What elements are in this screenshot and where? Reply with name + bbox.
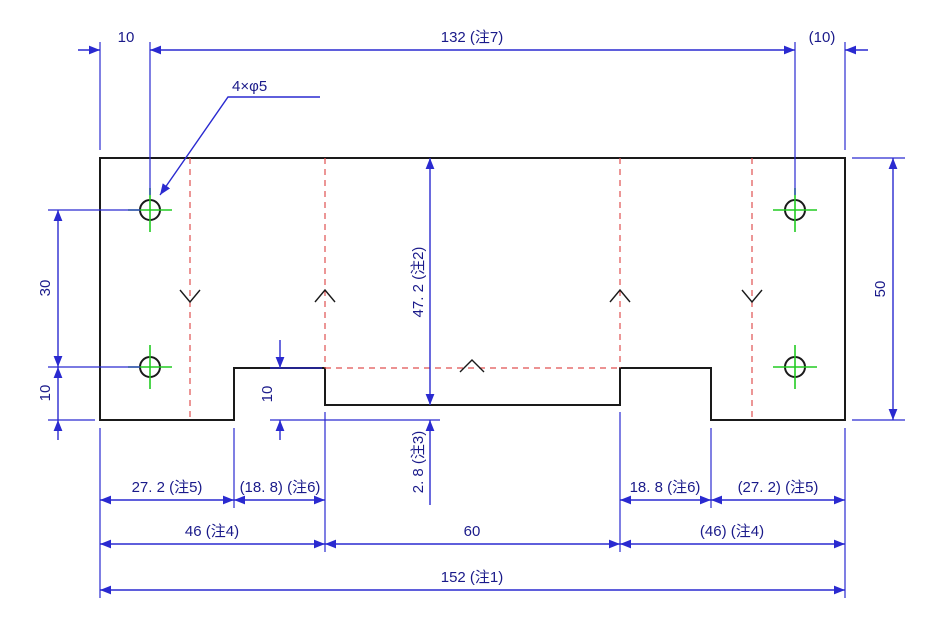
holes: [128, 188, 817, 389]
dim-left-total: 46 (注4): [185, 523, 239, 540]
fold-lines: [189, 158, 753, 420]
dimension-lines: [53, 45, 898, 595]
dim-overall: 152 (注1): [441, 569, 504, 586]
hole-callout: 4×φ5: [232, 78, 267, 95]
dim-top-left-offset: 10: [118, 29, 135, 46]
dim-bottom-offset: 10: [37, 385, 54, 402]
dim-right-total: (46) (注4): [700, 523, 764, 540]
dim-gap: 2. 8 (注3): [410, 431, 427, 494]
dim-top-right-offset: (10): [809, 29, 836, 46]
dim-right-flap: (27. 2) (注5): [738, 479, 819, 496]
dim-left-slot: (18. 8) (注6): [240, 479, 321, 496]
dim-height: 50: [872, 281, 889, 298]
dim-notch-depth: 10: [259, 386, 276, 403]
extension-lines: [48, 42, 905, 598]
dim-hole-span: 132 (注7): [441, 29, 504, 46]
dim-center: 60: [464, 523, 481, 540]
dimension-labels: 10 132 (注7) (10) 4×φ5 30 10 50 47. 2 (注2…: [37, 29, 889, 586]
dim-right-slot: 18. 8 (注6): [630, 479, 701, 496]
dim-hole-spacing: 30: [37, 280, 54, 297]
dim-left-flap: 27. 2 (注5): [132, 479, 203, 496]
fold-direction-marks: [179, 288, 763, 373]
dim-fold-height: 47. 2 (注2): [410, 247, 427, 318]
part-outline: [99, 157, 846, 421]
